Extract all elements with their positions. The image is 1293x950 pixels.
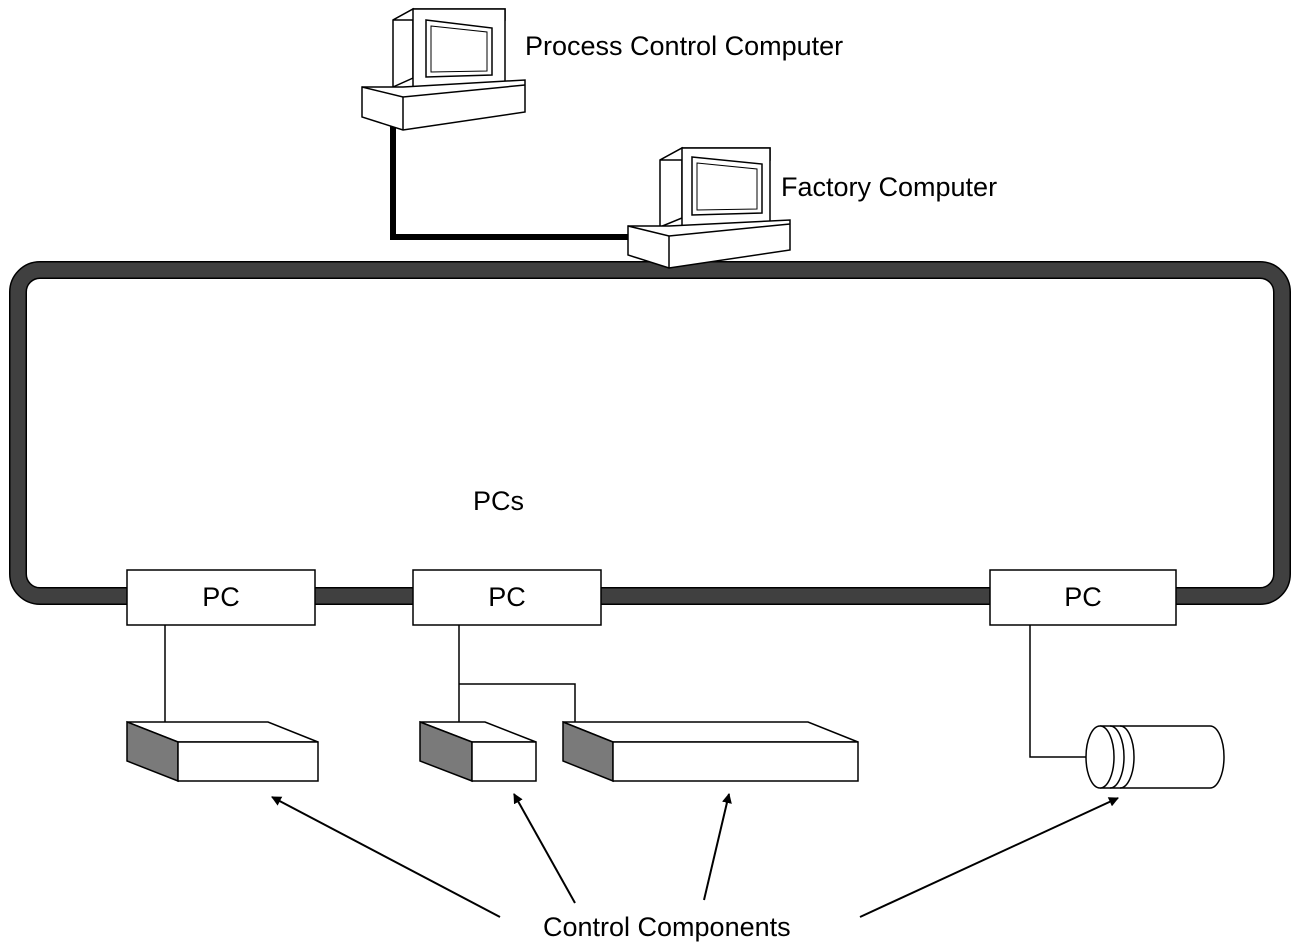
pc-box-right-label: PC [1064,582,1102,612]
pc-box-left: PC [126,569,316,626]
computer-link-cable [390,125,632,240]
arrow-to-component-4 [859,797,1119,918]
arrow-to-component-2 [513,793,576,904]
arrow-to-component-3 [703,793,732,901]
control-component-3 [562,720,859,783]
control-components-label: Control Components [543,912,791,942]
control-component-1 [126,720,319,783]
control-component-2 [419,720,537,783]
pc-box-right: PC [989,569,1177,626]
process-control-computer-label: Process Control Computer [525,31,843,61]
control-component-arrows [271,793,1119,918]
pcs-label: PCs [473,486,524,516]
pc-box-middle: PC [412,569,602,626]
pc-box-middle-label: PC [488,582,526,612]
control-component-4-cylinder [1085,725,1225,789]
pc-box-left-label: PC [202,582,240,612]
process-control-computer-icon [361,7,526,131]
arrow-to-component-1 [271,796,501,918]
network-ring [9,261,1291,605]
pc-component-wiring [164,625,1103,758]
factory-computer-label: Factory Computer [781,172,997,202]
factory-computer-icon [627,146,791,269]
